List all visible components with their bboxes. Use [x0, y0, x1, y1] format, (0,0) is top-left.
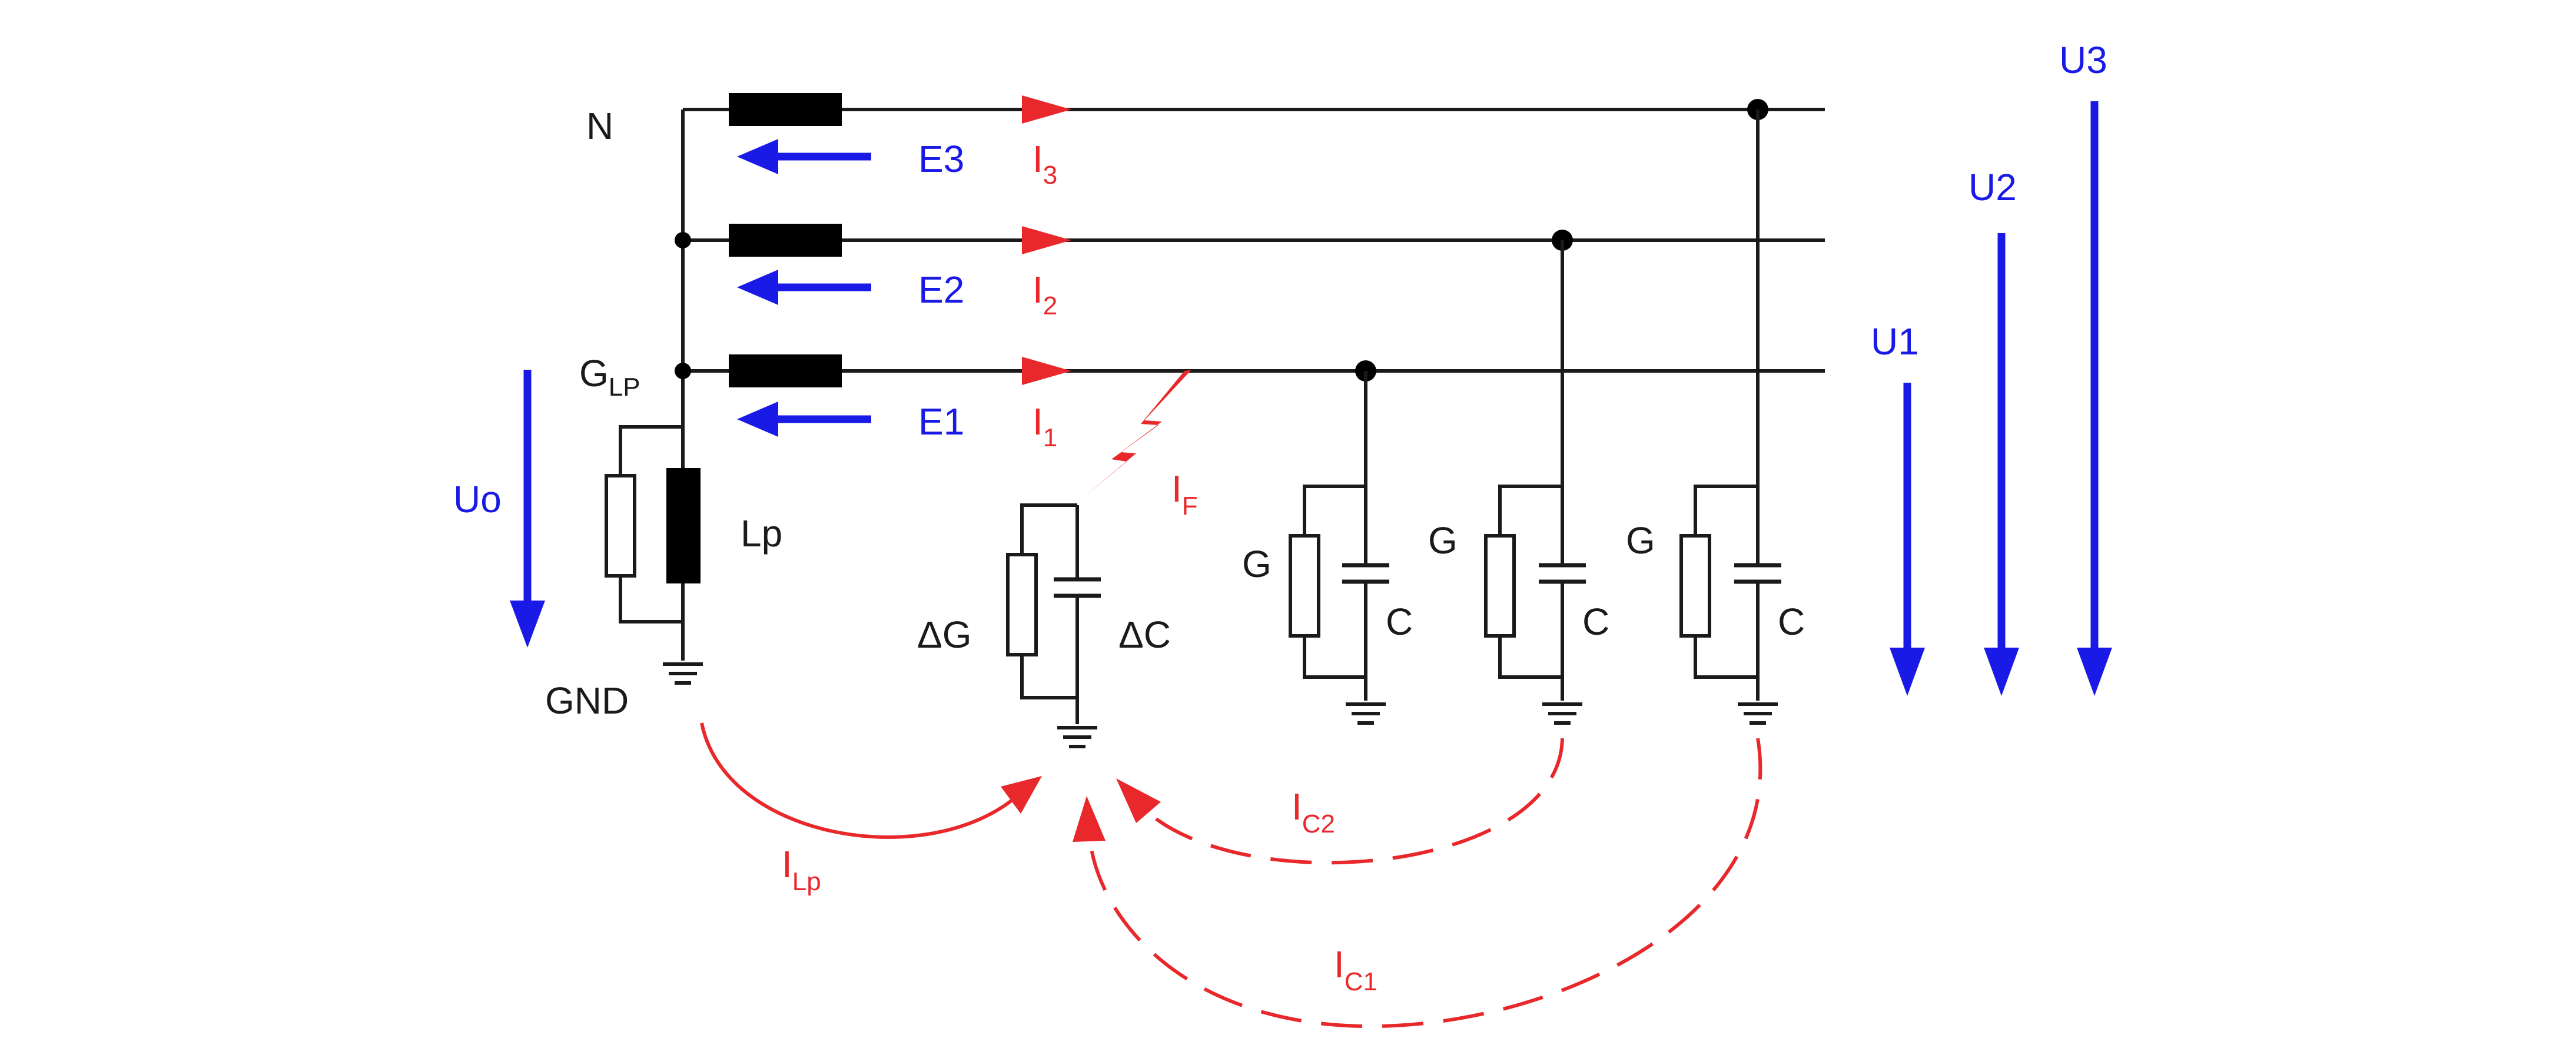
ground-icon — [1542, 704, 1582, 723]
emf-arrows — [737, 139, 871, 437]
c-label-3: C — [1778, 601, 1805, 643]
current-path-ic2 — [1146, 738, 1564, 865]
g-resistor — [1289, 534, 1320, 638]
glp-resistor — [605, 474, 636, 578]
i2-label: I2 — [1033, 268, 1057, 320]
return-current-paths — [700, 722, 1762, 1029]
i1-label: I1 — [1033, 400, 1057, 452]
ilp-label: ILp — [782, 843, 821, 896]
phase-current-arrows — [1022, 95, 1071, 385]
voltage-arrows — [510, 101, 2112, 696]
fault-branch — [1006, 370, 1191, 747]
g-resistor — [1484, 534, 1516, 638]
neutral-label: N — [586, 105, 613, 147]
u1-label: U1 — [1871, 320, 1919, 363]
line-branch-3 — [1679, 110, 1781, 723]
u3-label: U3 — [2059, 39, 2107, 81]
delta-g-label: ΔG — [917, 613, 972, 656]
glp-label: GLP — [579, 352, 640, 402]
lp-inductor — [666, 468, 701, 583]
g-label-3: G — [1626, 519, 1655, 562]
uo-label: Uo — [453, 478, 502, 520]
e1-label: E1 — [918, 400, 964, 443]
current-arrow-i1 — [1022, 357, 1071, 385]
junction-dot — [675, 232, 691, 248]
line-branch-1 — [1289, 371, 1389, 723]
delta-g-resistor — [1006, 553, 1038, 656]
i3-label: I3 — [1033, 138, 1057, 190]
g-label-2: G — [1428, 519, 1458, 562]
u2-label: U2 — [1968, 166, 2017, 208]
c-label-2: C — [1582, 601, 1609, 643]
winding-3 — [729, 93, 842, 126]
e2-label: E2 — [918, 268, 964, 311]
g-label-1: G — [1242, 543, 1272, 585]
current-path-ilp — [700, 722, 1013, 839]
c-label-1: C — [1386, 601, 1413, 643]
winding-2 — [729, 224, 842, 257]
lp-label: Lp — [741, 512, 782, 555]
delta-c-label: ΔC — [1118, 613, 1171, 656]
junction-dots — [675, 99, 1768, 382]
current-path-ic1 — [1088, 738, 1762, 1029]
ic1-label: IC1 — [1334, 943, 1377, 996]
ground-icon — [1346, 704, 1386, 723]
junction-dot — [675, 363, 691, 379]
phase-lines — [681, 108, 1825, 427]
current-arrow-i2 — [1022, 226, 1071, 254]
ground-icon — [663, 664, 703, 683]
source-windings — [729, 93, 842, 387]
ground-icon — [1057, 728, 1097, 747]
e3-label: E3 — [918, 138, 964, 180]
g-resistor — [1679, 534, 1711, 638]
ground-icon — [1738, 704, 1778, 723]
ic2-label: IC2 — [1292, 785, 1335, 838]
if-label: IF — [1171, 467, 1198, 520]
current-arrow-i3 — [1022, 95, 1071, 124]
neutral-grounding-branch — [605, 425, 703, 683]
winding-1 — [729, 354, 842, 387]
ground-label: GND — [545, 679, 629, 722]
labels: N GND GLP Lp Uo E3 E2 E1 U1 U2 U3 I3 I2 … — [453, 39, 2107, 996]
line-branch-2 — [1484, 240, 1586, 723]
